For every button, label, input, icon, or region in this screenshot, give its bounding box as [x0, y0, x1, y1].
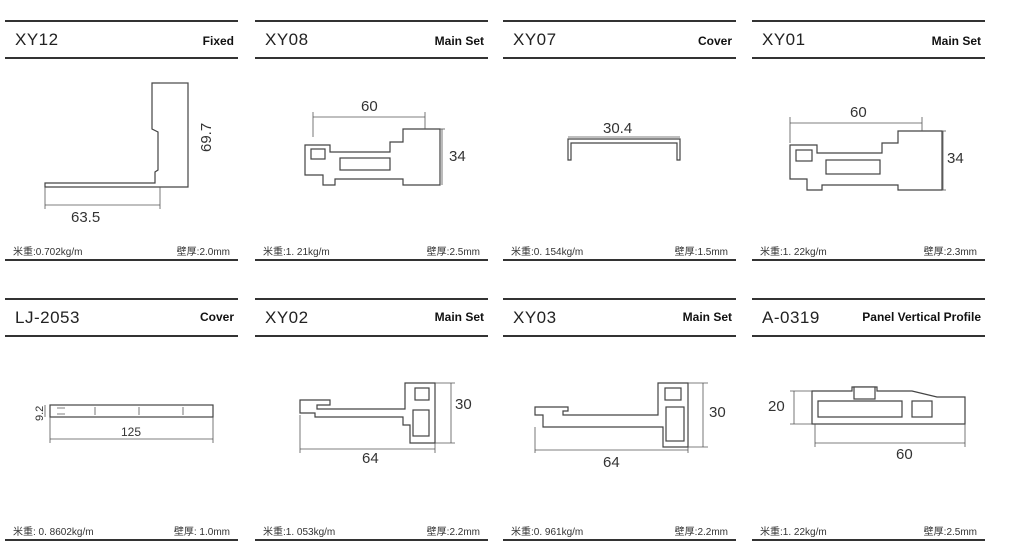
dim-width: 63.5 — [71, 209, 100, 226]
weight-label: 米重 — [13, 247, 33, 258]
weight-value: 1. 053kg/m — [285, 527, 336, 538]
card-footer: 米重:1. 22kg/m 壁厚:2.3mm — [752, 241, 985, 261]
profile-drawing: 125 9.2 — [34, 404, 214, 443]
dim-width: 60 — [850, 104, 867, 121]
dim-height: 34 — [449, 148, 466, 165]
thickness-value: 2.3mm — [946, 247, 977, 258]
profile-type: Cover — [199, 310, 234, 324]
card-header: XY07 Cover — [503, 20, 736, 59]
dim-height: 30 — [455, 396, 472, 413]
thickness-value: 2.0mm — [199, 247, 230, 258]
profile-card-xy07: XY07 Cover 30.4 米重:0. 154kg/m 壁厚:1.5mm — [503, 20, 736, 261]
weight-value: 0. 8602kg/m — [35, 527, 94, 538]
thickness-label: 壁厚 — [176, 247, 197, 258]
weight-label: 米重 — [760, 247, 780, 258]
thickness-value: 2.2mm — [449, 527, 480, 538]
profile-type: Main Set — [931, 34, 981, 48]
profile-code: LJ-2053 — [15, 308, 80, 327]
profile-drawing: 60 34 — [304, 98, 466, 186]
weight-label: 米重 — [13, 527, 33, 538]
profile-drawing: 60 34 — [789, 104, 964, 191]
weight-value: 0. 961kg/m — [533, 527, 584, 538]
profile-card-xy03: XY03 Main Set 30 64 米重:0. 961kg/m 壁厚:2.2… — [503, 298, 736, 541]
dim-width: 64 — [362, 450, 379, 467]
card-footer: 米重:1. 22kg/m 壁厚:2.5mm — [752, 521, 985, 541]
thickness-value: 2.5mm — [449, 247, 480, 258]
card-footer: 米重:0.702kg/m 壁厚:2.0mm — [5, 241, 238, 261]
weight: 米重:0.702kg/m — [13, 247, 83, 258]
profile-type: Cover — [697, 34, 732, 48]
thickness-label: 壁厚 — [426, 247, 447, 258]
card-header: XY03 Main Set — [503, 298, 736, 337]
weight-value: 0.702kg/m — [35, 247, 83, 258]
weight-label: 米重 — [263, 247, 283, 258]
thickness-label: 壁厚 — [923, 527, 944, 538]
thickness-value: 1.5mm — [697, 247, 728, 258]
profile-card-a-0319: A-0319 Panel Vertical Profile 20 60 米重:1… — [752, 298, 985, 541]
profile-card-xy01: XY01 Main Set 60 34 米重:1. 22kg/m 壁厚:2.3m… — [752, 20, 985, 261]
dim-width: 60 — [896, 446, 913, 463]
card-footer: 米重:0. 154kg/m 壁厚:1.5mm — [503, 241, 736, 261]
thickness: 壁厚:2.0mm — [176, 247, 230, 258]
thickness-label: 壁厚 — [923, 247, 944, 258]
thickness-label: 壁厚 — [426, 527, 447, 538]
profile-type: Main Set — [682, 310, 732, 324]
thickness-value: 1.0mm — [196, 527, 230, 538]
card-footer: 米重:1. 053kg/m 壁厚:2.2mm — [255, 521, 488, 541]
dim-height: 9.2 — [34, 406, 46, 421]
weight-label: 米重 — [263, 527, 283, 538]
profile-type: Main Set — [434, 310, 484, 324]
profile-card-lj-2053: LJ-2053 Cover 125 9.2 米重: 0. 8602kg/m 壁厚… — [5, 298, 238, 541]
profile-code: A-0319 — [762, 308, 820, 327]
profile-code: XY07 — [513, 30, 557, 49]
card-header: XY02 Main Set — [255, 298, 488, 337]
thickness-value: 2.5mm — [946, 527, 977, 538]
dim-height: 69.7 — [198, 123, 215, 152]
thickness-label: 壁厚 — [173, 527, 194, 538]
weight-label: 米重 — [511, 527, 531, 538]
profile-code: XY12 — [15, 30, 59, 49]
weight-label: 米重 — [760, 527, 780, 538]
thickness-value: 2.2mm — [697, 527, 728, 538]
card-header: A-0319 Panel Vertical Profile — [752, 298, 985, 337]
profile-card-xy12: XY12 Fixed 63.5 69.7 米重:0.702kg/m 壁厚:2.0… — [5, 20, 238, 261]
weight-value: 1. 22kg/m — [782, 527, 827, 538]
weight-value: 1. 22kg/m — [782, 247, 827, 258]
profile-drawing: 63.5 69.7 — [44, 82, 215, 226]
card-header: XY08 Main Set — [255, 20, 488, 59]
profile-card-xy02: XY02 Main Set 30 64 米重:1. 053kg/m 壁厚:2.2… — [255, 298, 488, 541]
weight-value: 0. 154kg/m — [533, 247, 584, 258]
card-footer: 米重:0. 961kg/m 壁厚:2.2mm — [503, 521, 736, 541]
profile-drawing: 30 64 — [299, 382, 472, 467]
profile-card-xy08: XY08 Main Set 60 34 米重:1. 21kg/m 壁厚:2.5m… — [255, 20, 488, 261]
profile-drawing: 30.4 — [567, 120, 681, 161]
card-footer: 米重: 0. 8602kg/m 壁厚: 1.0mm — [5, 521, 238, 541]
profile-type: Main Set — [434, 34, 484, 48]
card-header: XY01 Main Set — [752, 20, 985, 59]
profile-type: Fixed — [202, 34, 234, 48]
thickness-label: 壁厚 — [674, 247, 695, 258]
profile-drawing: 20 60 — [768, 386, 966, 463]
dim-height: 30 — [709, 404, 726, 421]
profile-code: XY08 — [265, 30, 309, 49]
profile-drawing: 30 64 — [534, 382, 726, 471]
profile-type: Panel Vertical Profile — [862, 310, 981, 324]
dim-height: 34 — [947, 150, 964, 167]
dim-width: 30.4 — [603, 120, 632, 137]
dim-width: 60 — [361, 98, 378, 115]
weight-value: 1. 21kg/m — [285, 247, 330, 258]
card-footer: 米重:1. 21kg/m 壁厚:2.5mm — [255, 241, 488, 261]
card-header: XY12 Fixed — [5, 20, 238, 59]
profile-code: XY01 — [762, 30, 806, 49]
profile-code: XY02 — [265, 308, 309, 327]
dim-width: 64 — [603, 454, 620, 471]
weight-label: 米重 — [511, 247, 531, 258]
card-header: LJ-2053 Cover — [5, 298, 238, 337]
dim-height: 20 — [768, 398, 785, 415]
dim-width: 125 — [121, 425, 141, 439]
profile-code: XY03 — [513, 308, 557, 327]
thickness-label: 壁厚 — [674, 527, 695, 538]
